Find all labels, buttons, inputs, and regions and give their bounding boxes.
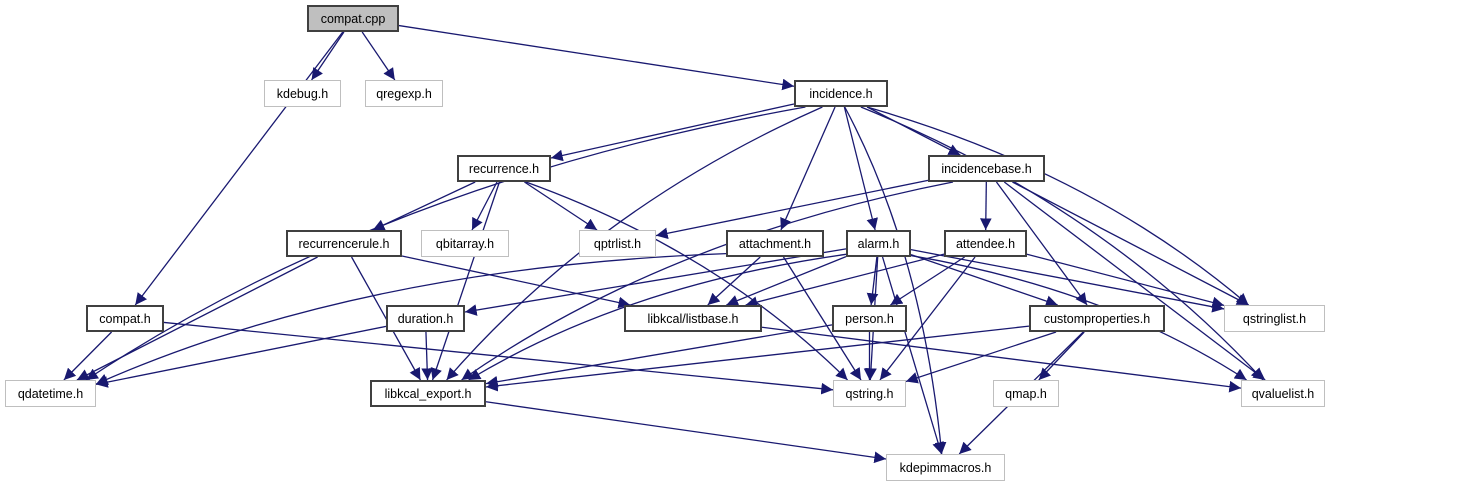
node-label: incidencebase.h <box>941 161 1032 176</box>
node-qstringlist[interactable]: qstringlist.h <box>1224 305 1325 332</box>
edge-incidence-to-qstringlist <box>866 106 1249 306</box>
node-libkcal-export[interactable]: libkcal_export.h <box>370 380 486 407</box>
node-label: recurrencerule.h <box>298 236 390 251</box>
node-qdatetime[interactable]: qdatetime.h <box>5 380 96 407</box>
node-label: incidence.h <box>809 86 873 101</box>
edge-compat_cpp-to-kdebug <box>311 31 345 81</box>
edge-incidence-to-alarm <box>843 106 878 231</box>
node-label: qvaluelist.h <box>1251 386 1315 401</box>
node-listbase[interactable]: libkcal/listbase.h <box>624 305 762 332</box>
node-label: kdebug.h <box>276 86 329 101</box>
edge-incidence-to-incidencebase <box>866 106 961 156</box>
edge-recurrence-to-qptrlist <box>524 181 598 231</box>
edge-incidencebase-to-attendee <box>979 181 992 231</box>
edge-incidencebase-to-customproperties <box>995 181 1088 306</box>
node-person[interactable]: person.h <box>832 305 907 332</box>
edge-compat_cpp-to-incidence <box>398 24 795 91</box>
node-label: duration.h <box>397 311 454 326</box>
edge-attendee-to-qstring <box>879 256 976 381</box>
node-customproperties[interactable]: customproperties.h <box>1029 305 1165 332</box>
node-label: qdatetime.h <box>17 386 84 401</box>
node-compat-cpp[interactable]: compat.cpp <box>307 5 399 32</box>
node-label: qregexp.h <box>376 86 432 101</box>
node-incidencebase[interactable]: incidencebase.h <box>928 155 1045 182</box>
node-label: qstring.h <box>845 386 894 401</box>
edge-incidence-to-qdatetime <box>85 106 806 381</box>
edge-incidencebase-to-qptrlist <box>655 179 929 240</box>
edge-incidence-to-attachment <box>780 106 836 231</box>
edge-incidence-to-libkcal_export <box>446 106 823 381</box>
node-label: qptrlist.h <box>593 236 642 251</box>
edge-compat_h-to-qdatetime <box>63 331 113 381</box>
edge-alarm-to-kdepimmacros <box>881 256 944 455</box>
edge-incidence-to-kdepimmacros <box>844 106 947 455</box>
node-label: libkcal/listbase.h <box>647 311 739 326</box>
node-label: compat.h <box>99 311 151 326</box>
node-attendee[interactable]: attendee.h <box>944 230 1027 257</box>
node-label: recurrence.h <box>468 161 540 176</box>
node-kdebug[interactable]: kdebug.h <box>264 80 341 107</box>
edge-alarm-to-libkcal_export <box>468 253 847 381</box>
node-label: qmap.h <box>1005 386 1047 401</box>
node-qmap[interactable]: qmap.h <box>993 380 1059 407</box>
edge-incidencebase-to-libkcal_export <box>461 181 954 381</box>
node-qstring[interactable]: qstring.h <box>833 380 906 407</box>
node-qptrlist[interactable]: qptrlist.h <box>579 230 656 257</box>
edge-alarm-to-duration <box>464 248 847 316</box>
node-label: alarm.h <box>857 236 900 251</box>
edge-customproperties-to-libkcal_export <box>485 325 1030 392</box>
edge-recurrencerule-to-qdatetime <box>76 256 318 381</box>
edge-incidencebase-to-qstringlist <box>1012 181 1249 306</box>
edge-alarm-to-customproperties <box>910 254 1058 307</box>
node-label: qstringlist.h <box>1242 311 1307 326</box>
node-label: customproperties.h <box>1043 311 1151 326</box>
edge-alarm-to-person <box>866 256 879 306</box>
edge-recurrence-to-libkcal_export <box>430 181 501 381</box>
edge-incidence-to-recurrence <box>550 103 795 162</box>
node-qbitarray[interactable]: qbitarray.h <box>421 230 509 257</box>
node-kdepimmacros[interactable]: kdepimmacros.h <box>886 454 1005 481</box>
edge-attachment-to-qdatetime <box>95 252 727 385</box>
edge-alarm-to-qstringlist <box>910 249 1225 313</box>
edge-attendee-to-person <box>890 256 965 306</box>
node-label: compat.cpp <box>320 11 386 26</box>
edge-person-to-libkcal_export <box>485 324 833 388</box>
node-attachment[interactable]: attachment.h <box>726 230 824 257</box>
node-label: libkcal_export.h <box>384 386 472 401</box>
node-incidence[interactable]: incidence.h <box>794 80 888 107</box>
node-recurrencerule[interactable]: recurrencerule.h <box>286 230 402 257</box>
node-alarm[interactable]: alarm.h <box>846 230 911 257</box>
edge-attendee-to-qstringlist <box>1026 253 1225 309</box>
node-label: qbitarray.h <box>435 236 495 251</box>
node-label: person.h <box>845 311 894 326</box>
node-recurrence[interactable]: recurrence.h <box>457 155 551 182</box>
node-compat-h[interactable]: compat.h <box>86 305 164 332</box>
node-label: attendee.h <box>955 236 1016 251</box>
edge-duration-to-qdatetime <box>95 325 387 388</box>
edge-incidencebase-to-qvaluelist <box>1003 181 1266 381</box>
edge-attachment-to-qstring <box>782 256 862 381</box>
edge-incidence-to-qvaluelist <box>860 106 1264 381</box>
edge-compat_cpp-to-compat_h <box>134 31 344 306</box>
edge-compat_cpp-to-qregexp <box>361 31 396 81</box>
edge-listbase-to-qvaluelist <box>761 326 1242 393</box>
edge-alarm-to-qvaluelist <box>910 254 1247 381</box>
node-duration[interactable]: duration.h <box>386 305 465 332</box>
edge-attendee-to-listbase <box>745 253 945 308</box>
edge-duration-to-libkcal_export <box>421 331 434 381</box>
node-qvaluelist[interactable]: qvaluelist.h <box>1241 380 1325 407</box>
edge-libkcal_export-to-kdepimmacros <box>485 401 887 464</box>
edge-compat_h-to-qstring <box>163 321 834 395</box>
edge-recurrence-to-qstring <box>525 181 849 381</box>
edge-customproperties-to-qstring <box>905 331 1057 384</box>
edge-recurrence-to-recurrencerule <box>372 181 476 231</box>
edge-recurrence-to-qbitarray <box>471 181 498 231</box>
node-qregexp[interactable]: qregexp.h <box>365 80 443 107</box>
node-label: attachment.h <box>738 236 812 251</box>
node-label: kdepimmacros.h <box>899 460 992 475</box>
edge-customproperties-to-qmap <box>1038 331 1085 381</box>
edge-recurrencerule-to-listbase <box>401 255 631 309</box>
